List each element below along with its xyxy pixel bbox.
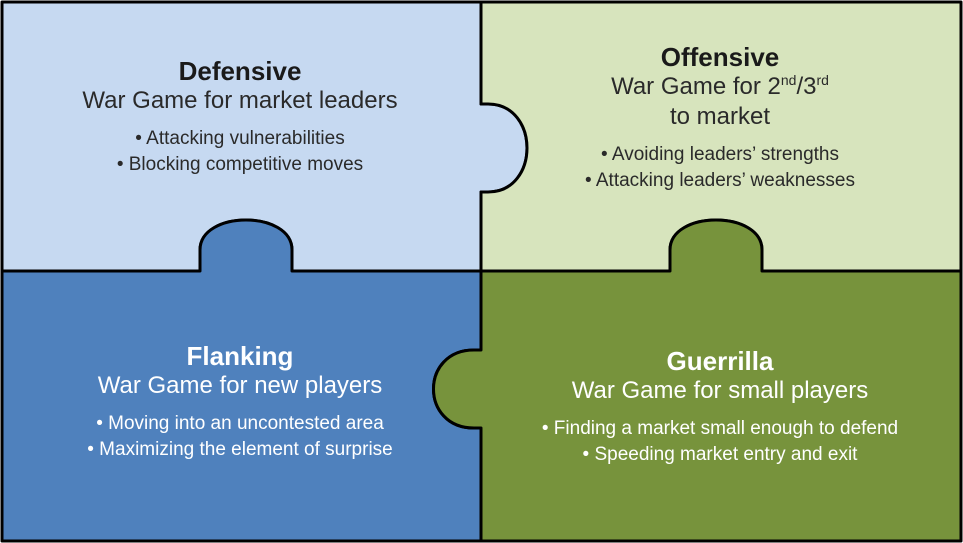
- offensive-sup-rd: rd: [816, 72, 829, 88]
- defensive-bullet: • Blocking competitive moves: [116, 154, 364, 175]
- offensive-subtitle: War Game for 2nd/3rd: [520, 72, 920, 102]
- offensive-bullet: • Attacking leaders’ weaknesses: [585, 170, 855, 191]
- guerrilla-puzzle-piece: [432, 218, 963, 543]
- guerrilla-subtitle: War Game for small players: [571, 377, 869, 404]
- defensive-block: Defensive War Game for market leaders • …: [40, 56, 440, 178]
- flanking-title: Flanking: [186, 341, 294, 371]
- flanking-bullets: • Moving into an uncontested area • Maxi…: [40, 411, 440, 463]
- offensive-subtitle-slash: /3: [796, 73, 817, 100]
- flanking-subtitle: War Game for new players: [97, 372, 383, 399]
- defensive-title: Defensive: [178, 56, 302, 86]
- defensive-subtitle: War Game for market leaders: [82, 87, 398, 114]
- flanking-bullet: • Maximizing the element of surprise: [87, 439, 393, 460]
- guerrilla-bullets: • Finding a market small enough to defen…: [500, 416, 940, 468]
- offensive-block: Offensive War Game for 2nd/3rd to market…: [520, 42, 920, 194]
- flanking-block: Flanking War Game for new players • Movi…: [40, 341, 440, 463]
- defensive-bullets: • Attacking vulnerabilities • Blocking c…: [40, 126, 440, 178]
- offensive-bullets: • Avoiding leaders’ strengths • Attackin…: [520, 142, 920, 194]
- offensive-sup-nd: nd: [780, 72, 797, 88]
- offensive-title: Offensive: [660, 42, 780, 72]
- flanking-bullet: • Moving into an uncontested area: [96, 413, 384, 434]
- guerrilla-bullet: • Speeding market entry and exit: [582, 444, 858, 465]
- guerrilla-block: Guerrilla War Game for small players • F…: [500, 346, 940, 468]
- offensive-subtitle-line2: to market: [669, 103, 771, 130]
- guerrilla-title: Guerrilla: [666, 346, 774, 376]
- offensive-bullet: • Avoiding leaders’ strengths: [601, 144, 839, 165]
- guerrilla-bullet: • Finding a market small enough to defen…: [541, 418, 899, 439]
- offensive-subtitle-prefix: War Game for 2: [611, 73, 781, 100]
- defensive-bullet: • Attacking vulnerabilities: [135, 128, 345, 149]
